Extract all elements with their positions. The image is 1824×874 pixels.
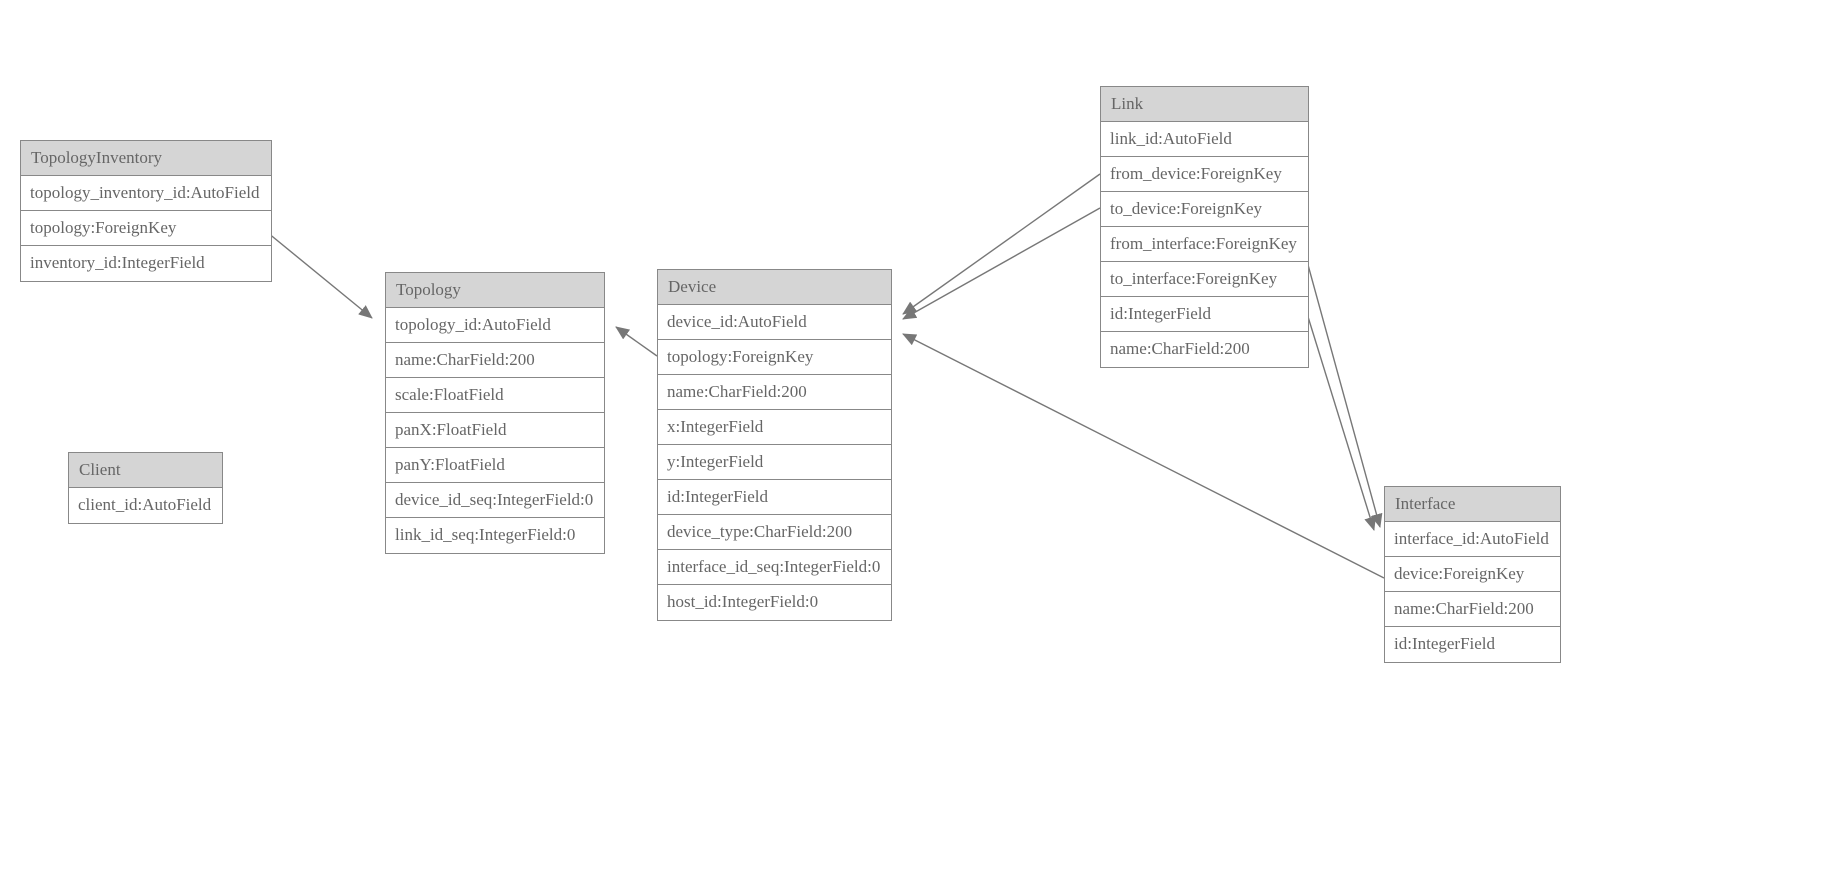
class-field: id:IntegerField [658,480,891,515]
class-title-topology: Topology [386,273,604,308]
class-field: device_id:AutoField [658,305,891,340]
class-title-link: Link [1101,87,1308,122]
class-box-client[interactable]: Client client_id:AutoField [68,452,223,524]
class-field: client_id:AutoField [69,488,222,523]
class-title-interface: Interface [1385,487,1560,522]
class-box-topologyinventory[interactable]: TopologyInventory topology_inventory_id:… [20,140,272,282]
class-field: device:ForeignKey [1385,557,1560,592]
class-box-link[interactable]: Link link_id:AutoField from_device:Forei… [1100,86,1309,368]
edge-link-from-interface [1301,242,1383,528]
edge-interface-device [902,333,1385,579]
edge-link-from-device [902,173,1101,315]
class-field: name:CharField:200 [658,375,891,410]
class-field: to_device:ForeignKey [1101,192,1308,227]
class-field: y:IntegerField [658,445,891,480]
class-field: topology:ForeignKey [658,340,891,375]
edge-link-to-device [902,207,1101,320]
class-field: link_id:AutoField [1101,122,1308,157]
class-field: panY:FloatField [386,448,604,483]
class-field: id:IntegerField [1385,627,1560,662]
class-title-topologyinventory: TopologyInventory [21,141,271,176]
class-field: topology_id:AutoField [386,308,604,343]
class-field: name:CharField:200 [386,343,604,378]
class-field: from_interface:ForeignKey [1101,227,1308,262]
class-field: x:IntegerField [658,410,891,445]
class-field: id:IntegerField [1101,297,1308,332]
class-field: device_id_seq:IntegerField:0 [386,483,604,518]
class-field: interface_id_seq:IntegerField:0 [658,550,891,585]
class-box-interface[interactable]: Interface interface_id:AutoField device:… [1384,486,1561,663]
class-field: topology:ForeignKey [21,211,271,246]
class-box-topology[interactable]: Topology topology_id:AutoField name:Char… [385,272,605,554]
edge-topologyinventory-topology [261,227,373,319]
class-field: name:CharField:200 [1101,332,1308,367]
edge-device-topology [615,326,658,357]
class-field: device_type:CharField:200 [658,515,891,550]
class-box-device[interactable]: Device device_id:AutoField topology:Fore… [657,269,892,621]
class-title-device: Device [658,270,891,305]
class-field: name:CharField:200 [1385,592,1560,627]
class-field: link_id_seq:IntegerField:0 [386,518,604,553]
class-field: panX:FloatField [386,413,604,448]
class-field: scale:FloatField [386,378,604,413]
class-field: interface_id:AutoField [1385,522,1560,557]
class-field: inventory_id:IntegerField [21,246,271,281]
class-field: topology_inventory_id:AutoField [21,176,271,211]
class-field: from_device:ForeignKey [1101,157,1308,192]
class-title-client: Client [69,453,222,488]
class-field: to_interface:ForeignKey [1101,262,1308,297]
class-field: host_id:IntegerField:0 [658,585,891,620]
